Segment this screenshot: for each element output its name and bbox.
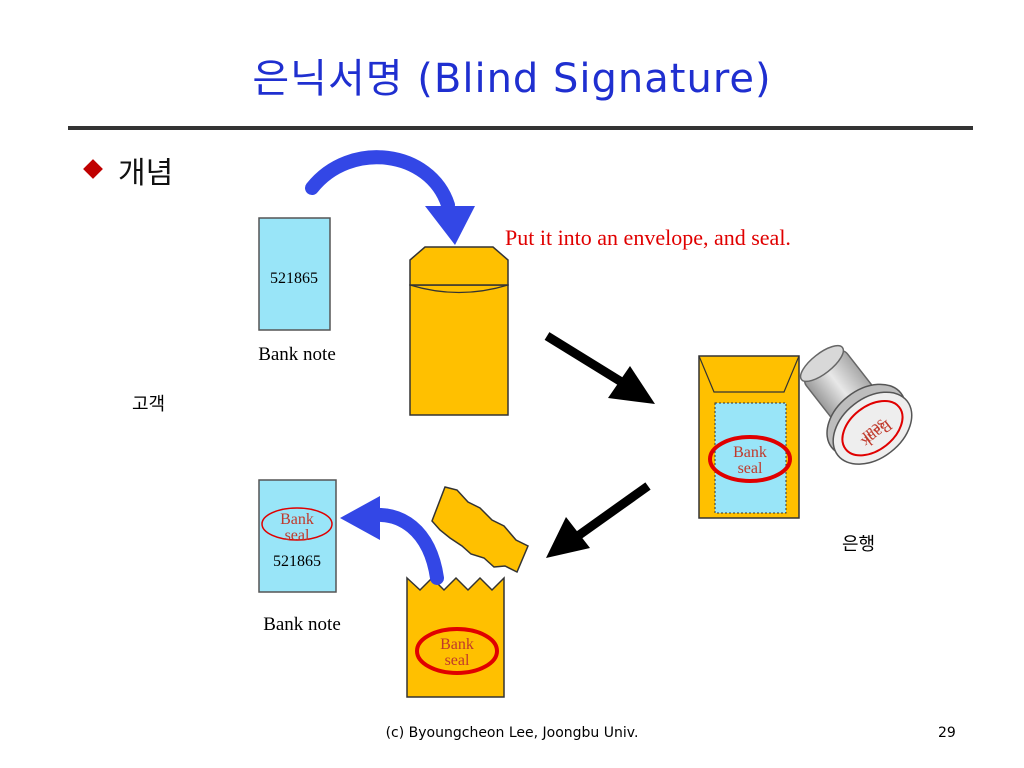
bullet-heading: 개념 xyxy=(118,156,174,191)
instruction-text: Put it into an envelope, and seal. xyxy=(505,225,791,250)
bank-note-top-caption: Bank note xyxy=(258,344,336,365)
arrow-to-bank-icon xyxy=(544,332,655,404)
open-envelope xyxy=(409,246,509,416)
bank-note-top-serial: 521865 xyxy=(270,270,318,287)
opened-envelope: Bank seal xyxy=(406,576,505,698)
bank-stamp-icon: Bank seal xyxy=(799,344,913,465)
bank-note-bottom-serial: 521865 xyxy=(273,553,321,570)
arrow-to-customer-icon xyxy=(546,482,651,558)
customer-label: 고객 xyxy=(132,394,165,415)
sealed-envelope: Bank seal xyxy=(698,355,800,519)
bank-note-bottom-caption: Bank note xyxy=(263,614,341,635)
bank-note-bottom: Bank seal 521865 xyxy=(258,479,337,593)
opened-envelope-seal-line1: Bank xyxy=(440,636,474,653)
sealed-envelope-seal-line2: seal xyxy=(738,460,763,477)
bank-note-bottom-seal-line2: seal xyxy=(285,527,310,544)
footer-credit: (c) Byoungcheon Lee, Joongbu Univ. xyxy=(385,725,639,741)
torn-envelope-flap xyxy=(431,486,529,574)
bank-note-bottom-seal-line1: Bank xyxy=(280,511,314,528)
title-divider xyxy=(68,126,973,130)
slide-title: 은닉서명 (Blind Signature) xyxy=(252,56,772,102)
opened-envelope-seal-line2: seal xyxy=(445,652,470,669)
bank-label: 은행 xyxy=(842,534,875,555)
return-arrow-icon xyxy=(340,496,444,585)
insert-arrow-icon xyxy=(305,150,475,245)
bank-note-top: 521865 xyxy=(258,217,331,331)
sealed-envelope-seal-line1: Bank xyxy=(733,444,767,461)
page-number: 29 xyxy=(938,725,956,741)
